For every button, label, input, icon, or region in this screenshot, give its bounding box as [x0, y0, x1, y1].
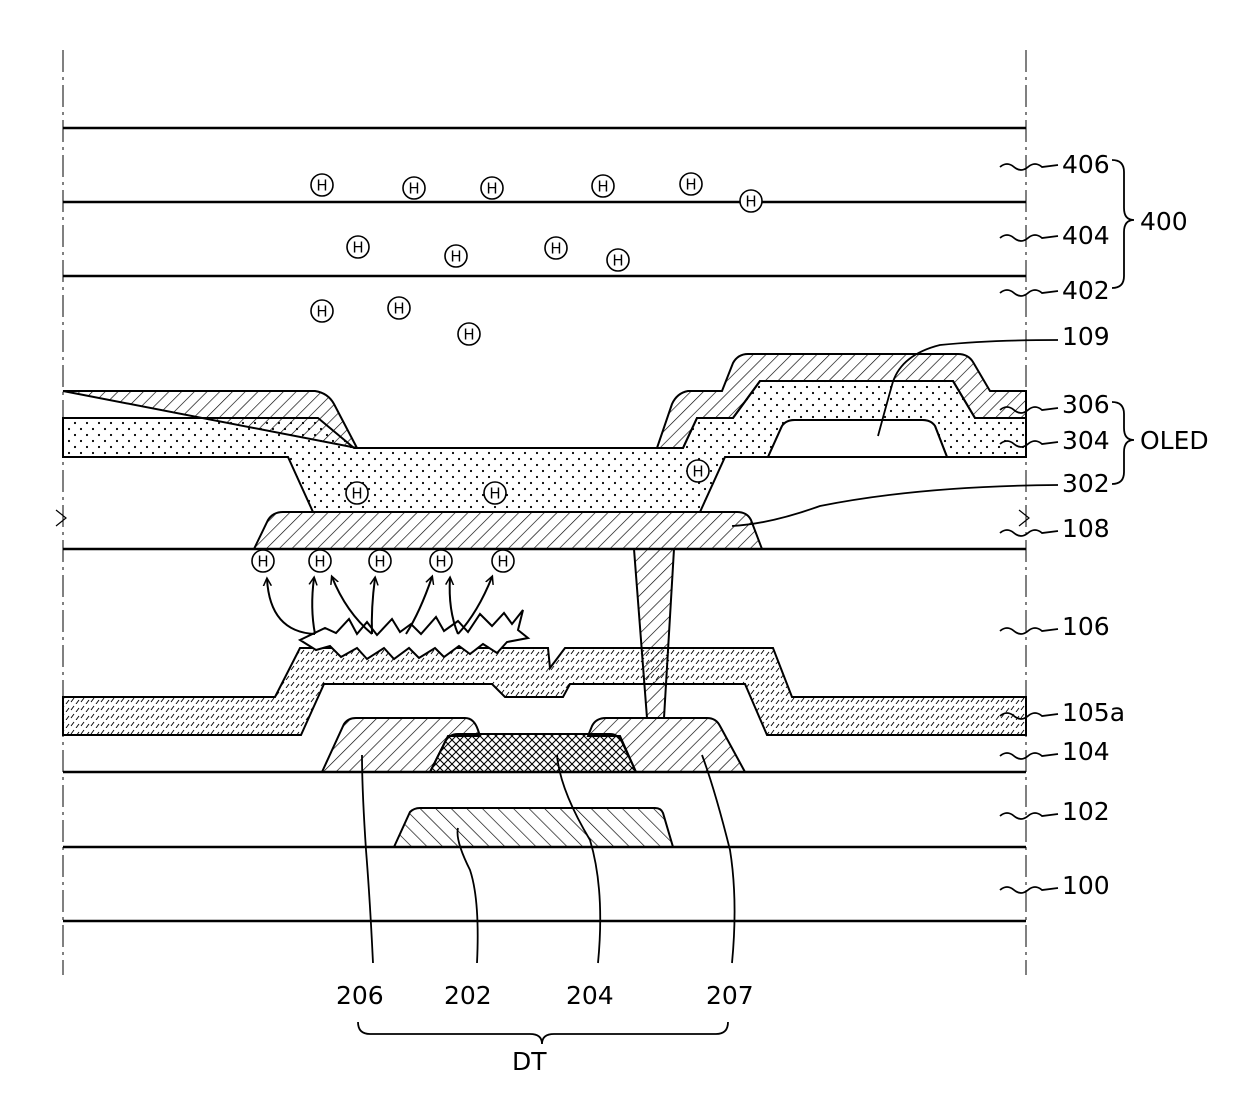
hydrogen-marker: H	[388, 297, 410, 319]
hydrogen-marker-text: H	[435, 553, 446, 571]
active-layer-204	[430, 734, 636, 772]
hydrogen-marker: H	[740, 190, 762, 212]
label-105a: 105a	[1062, 698, 1125, 727]
hydrogen-marker-text: H	[393, 300, 404, 318]
hydrogen-marker: H	[346, 482, 368, 504]
hydrogen-marker-text: H	[692, 463, 703, 481]
hydrogen-marker-text: H	[489, 485, 500, 503]
label-102: 102	[1062, 797, 1110, 826]
hydrogen-marker: H	[445, 245, 467, 267]
hydrogen-marker: H	[458, 323, 480, 345]
hydrogen-marker: H	[369, 550, 391, 572]
hydrogen-marker-text: H	[450, 248, 461, 266]
hydrogen-marker-text: H	[374, 553, 385, 571]
hydrogen-marker: H	[492, 550, 514, 572]
hydrogen-marker-text: H	[597, 178, 608, 196]
hydrogen-marker: H	[311, 300, 333, 322]
hydrogen-marker: H	[252, 550, 274, 572]
hydrogen-marker-text: H	[550, 240, 561, 258]
label-400: 400	[1140, 207, 1188, 236]
hydrogen-marker: H	[309, 550, 331, 572]
hydrogen-marker-text: H	[486, 180, 497, 198]
label-202: 202	[444, 981, 492, 1010]
hydrogen-marker: H	[680, 173, 702, 195]
hydrogen-marker: H	[311, 174, 333, 196]
hydrogen-marker: H	[403, 177, 425, 199]
hydrogen-marker: H	[347, 236, 369, 258]
label-104: 104	[1062, 737, 1110, 766]
hydrogen-marker-text: H	[314, 553, 325, 571]
label-404: 404	[1062, 221, 1110, 250]
hydrogen-marker-text: H	[316, 303, 327, 321]
label-109: 109	[1062, 322, 1110, 351]
label-402: 402	[1062, 276, 1110, 305]
brace-dt	[358, 1022, 728, 1044]
brace-oled	[1112, 402, 1134, 484]
hydrogen-marker: H	[592, 175, 614, 197]
label-dt: DT	[512, 1047, 547, 1076]
gate-electrode-202	[394, 808, 673, 847]
hydrogen-marker: H	[545, 237, 567, 259]
hydrogen-marker-text: H	[316, 177, 327, 195]
hydrogen-marker: H	[687, 460, 709, 482]
hydrogen-marker-text: H	[352, 239, 363, 257]
hydrogen-marker: H	[607, 249, 629, 271]
left-break-mark	[56, 510, 66, 526]
hydrogen-marker-text: H	[685, 176, 696, 194]
label-306: 306	[1062, 390, 1110, 419]
braces	[358, 160, 1134, 1044]
label-206: 206	[336, 981, 384, 1010]
bank-109	[768, 420, 947, 457]
hydrogen-marker-text: H	[497, 553, 508, 571]
hydrogen-marker-text: H	[257, 553, 268, 571]
hydrogen-marker: H	[481, 177, 503, 199]
label-oled: OLED	[1140, 426, 1209, 455]
hydrogen-marker-text: H	[351, 485, 362, 503]
hydrogen-marker: H	[484, 482, 506, 504]
hydrogen-marker-text: H	[612, 252, 623, 270]
reference-labels: 406 404 402 400 109 306 304 OLED 302 108…	[336, 150, 1209, 1076]
label-406: 406	[1062, 150, 1110, 179]
label-302: 302	[1062, 469, 1110, 498]
label-304: 304	[1062, 426, 1110, 455]
hydrogen-marker-text: H	[408, 180, 419, 198]
hydrogen-marker: H	[430, 550, 452, 572]
layer-105a	[63, 648, 1026, 735]
hydrogen-marker-text: H	[463, 326, 474, 344]
label-100: 100	[1062, 871, 1110, 900]
hydrogen-marker-text: H	[745, 193, 756, 211]
label-106: 106	[1062, 612, 1110, 641]
label-108: 108	[1062, 514, 1110, 543]
right-break-mark	[1019, 510, 1029, 526]
label-207: 207	[706, 981, 754, 1010]
label-204: 204	[566, 981, 614, 1010]
brace-400	[1112, 160, 1134, 288]
